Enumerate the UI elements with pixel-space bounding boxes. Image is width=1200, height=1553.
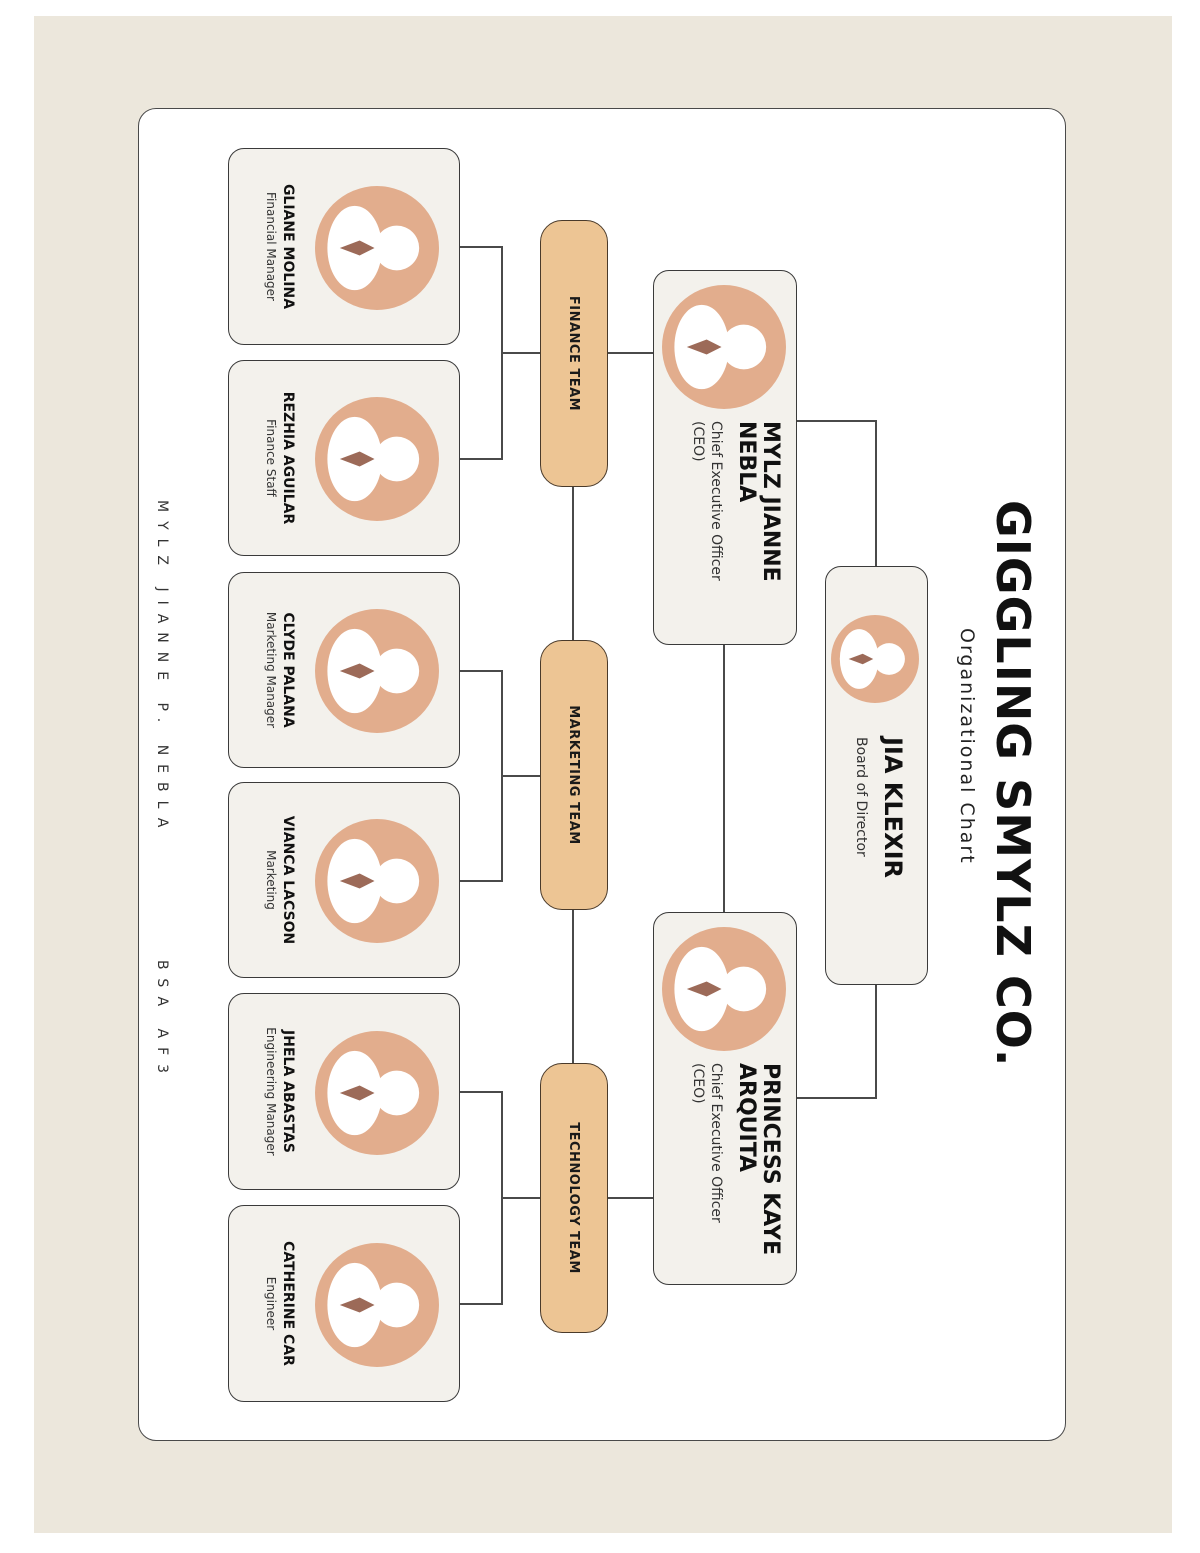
member-card[interactable]: GLIANE MOLINA Financial Manager [228,148,460,345]
ceo-role-line2: (CEO) [690,1063,706,1104]
ceo-name-line1: MYLZ JIANNE [758,421,783,582]
member-card[interactable]: VIANCA LACSON Marketing [228,782,460,978]
connector-line [460,880,503,882]
team-label: FINANCE TEAM [566,295,582,412]
member-name: CLYDE PALANA [280,612,296,728]
connector-line [875,985,877,1097]
connector-line [503,352,540,354]
ceo-role-line2: (CEO) [690,421,706,462]
connector-line [501,246,503,459]
connector-line [608,1197,653,1199]
connector-line [723,645,725,912]
connector-line [460,1303,503,1305]
connector-line [608,352,653,354]
team-pill-technology[interactable]: TECHNOLOGY TEAM [540,1063,608,1333]
connector-line [572,487,574,640]
person-avatar-icon [315,609,439,733]
org-chart-canvas: GIGGLING SMYLZ CO. Organizational Chart … [138,108,1068,1443]
member-card[interactable]: REZHIA AGUILAR Finance Staff [228,360,460,556]
connector-line [797,1097,877,1099]
connector-line [875,420,877,566]
member-name: REZHIA AGUILAR [280,391,296,525]
ceo-role-line1: Chief Executive Officer [708,1063,724,1223]
person-avatar-icon [315,819,439,943]
member-role: Engineering Manager [264,1027,278,1156]
member-name: JHELA ABASTAS [280,1030,296,1153]
ceo-name-line2: ARQUITA [734,1063,759,1173]
ceo-role-line1: Chief Executive Officer [708,421,724,581]
footer-section: BSA AF3 [154,960,170,1083]
chart-subtitle: Organizational Chart [956,628,978,865]
team-pill-finance[interactable]: FINANCE TEAM [540,220,608,487]
connector-line [501,670,503,881]
board-director-role: Board of Director [853,737,869,857]
person-avatar-icon [315,186,439,310]
member-role: Financial Manager [264,192,278,301]
person-avatar-icon [662,285,786,409]
connector-line [572,910,574,1063]
ceo-name-line2: NEBLA [734,421,759,503]
connector-line [460,246,503,248]
connector-line [460,1091,503,1093]
ceo-name-line1: PRINCESS KAYE [758,1063,783,1256]
team-label: TECHNOLOGY TEAM [566,1122,582,1274]
ceo-card-princess[interactable]: PRINCESS KAYE ARQUITA Chief Executive Of… [653,912,797,1285]
team-label: MARKETING TEAM [566,705,582,845]
ceo-card-mylz[interactable]: MYLZ JIANNE NEBLA Chief Executive Office… [653,270,797,645]
member-name: VIANCA LACSON [280,815,296,945]
footer-author: MYLZ JIANNE P. NEBLA [154,500,170,837]
member-role: Marketing Manager [264,611,278,729]
member-card[interactable]: CATHERINE CAR Engineer [228,1205,460,1402]
connector-line [460,670,503,672]
board-director-card[interactable]: JIA KLEXIR Board of Director [825,566,928,985]
connector-line [460,458,503,460]
member-role: Finance Staff [264,419,278,497]
person-avatar-icon [315,1243,439,1367]
company-title: GIGGLING SMYLZ CO. [986,500,1040,1068]
member-role: Engineer [264,1276,278,1331]
connector-line [503,775,540,777]
member-role: Marketing [264,850,278,910]
member-name: GLIANE MOLINA [280,183,296,310]
connector-line [503,1197,540,1199]
person-avatar-icon [315,397,439,521]
board-director-name: JIA KLEXIR [879,737,907,878]
team-pill-marketing[interactable]: MARKETING TEAM [540,640,608,910]
member-name: CATHERINE CAR [280,1241,296,1366]
connector-line [501,1091,503,1304]
person-avatar-icon [831,615,919,703]
connector-line [797,420,877,422]
person-avatar-icon [662,927,786,1051]
person-avatar-icon [315,1031,439,1155]
member-card[interactable]: JHELA ABASTAS Engineering Manager [228,993,460,1190]
member-card[interactable]: CLYDE PALANA Marketing Manager [228,572,460,768]
